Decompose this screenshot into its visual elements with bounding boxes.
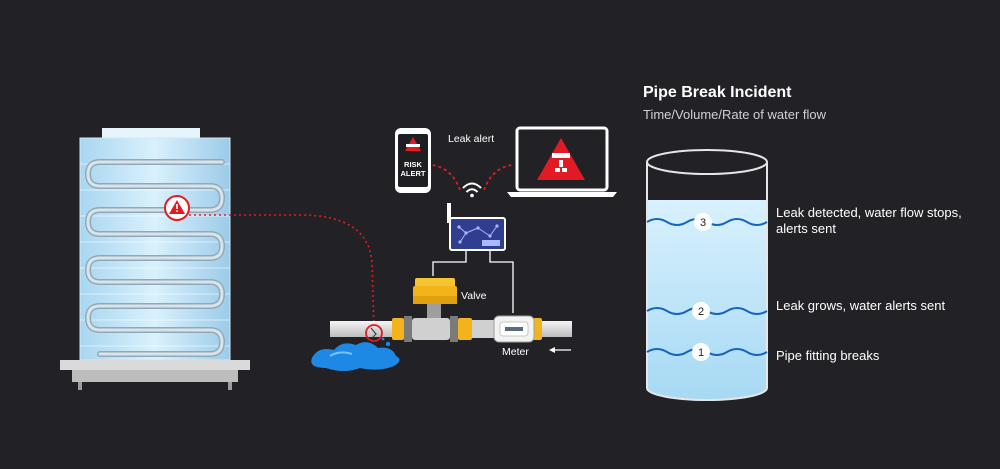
laptop bbox=[507, 126, 617, 197]
svg-text:3: 3 bbox=[700, 217, 706, 229]
step-3-text: Leak detected, water flow stops, alerts … bbox=[776, 205, 962, 236]
wire-to-valve bbox=[432, 250, 467, 276]
svg-text:1: 1 bbox=[698, 347, 704, 359]
building-base bbox=[60, 360, 250, 370]
pipe-segment-right bbox=[540, 321, 572, 337]
alert-signal-phone bbox=[431, 164, 461, 191]
alert-signal-laptop bbox=[483, 164, 513, 191]
step-2-text: Leak grows, water alerts sent bbox=[776, 298, 946, 313]
leak-alert-label: Leak alert bbox=[448, 133, 494, 145]
panel-subtitle: Time/Volume/Rate of water flow bbox=[643, 107, 827, 122]
svg-text:2: 2 bbox=[698, 306, 704, 318]
valve-label: Valve bbox=[461, 290, 487, 302]
gateway bbox=[447, 182, 506, 251]
cylinder-rim bbox=[646, 149, 768, 175]
phone-alert-line2: ALERT bbox=[401, 169, 426, 178]
pipe-break-marker bbox=[365, 324, 383, 342]
step-marker-2: 2 bbox=[692, 302, 710, 320]
step-marker-1: 1 bbox=[692, 343, 710, 361]
wire-to-meter bbox=[489, 250, 514, 313]
valve bbox=[413, 278, 457, 318]
pipe-line bbox=[330, 316, 572, 342]
step-1-text: Pipe fitting breaks bbox=[776, 348, 880, 363]
step-marker-3: 3 bbox=[694, 213, 712, 231]
meter bbox=[493, 315, 535, 343]
water-puddle bbox=[311, 342, 400, 371]
panel-title: Pipe Break Incident bbox=[643, 84, 792, 101]
building-facade bbox=[80, 138, 230, 360]
wifi-gateway-icon bbox=[462, 182, 482, 198]
building-roof-cap bbox=[102, 128, 200, 138]
phone: RISK ALERT bbox=[395, 128, 431, 193]
arrow-left-icon bbox=[549, 347, 571, 353]
leak-trace-line bbox=[189, 214, 375, 331]
building bbox=[60, 128, 250, 390]
phone-alert-line1: RISK bbox=[404, 160, 423, 169]
meter-label: Meter bbox=[502, 346, 529, 358]
building-alert bbox=[164, 195, 190, 221]
water-cylinder: 3 2 1 bbox=[646, 149, 768, 401]
